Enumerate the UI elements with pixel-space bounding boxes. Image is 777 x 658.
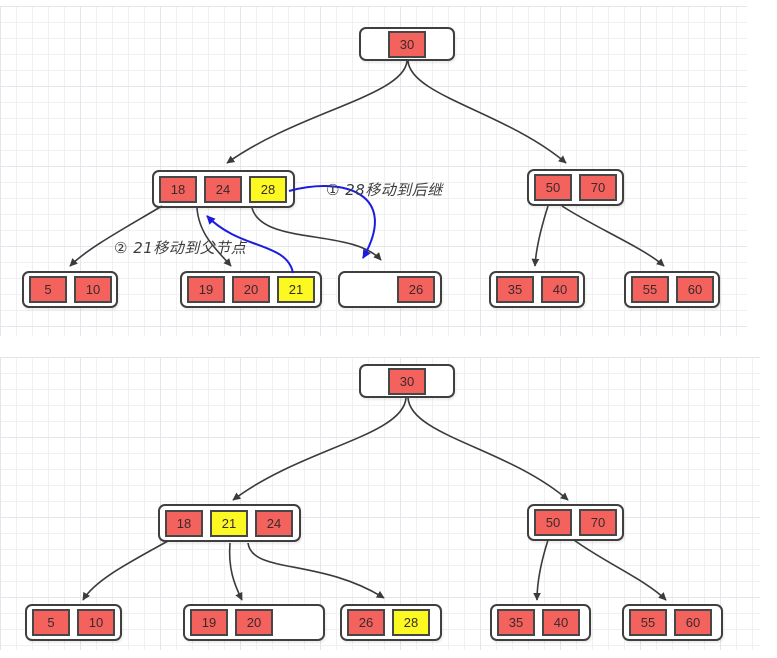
key-cell-55: 55 (629, 609, 667, 636)
key-cell-60: 60 (674, 609, 712, 636)
node-after-root: 30 (359, 364, 455, 398)
key-cell-70: 70 (579, 509, 617, 536)
tree-before-edge-right-to-leaf4 (531, 205, 549, 267)
key-cell-55: 55 (631, 276, 669, 303)
node-before-leaf-5: 55 60 (624, 271, 720, 308)
key-cell-40: 40 (541, 276, 579, 303)
tree-after-edge-left-to-leaf2 (228, 542, 243, 601)
key-cell-5: 5 (32, 609, 70, 636)
node-before-leaf-2: 19 20 21 (180, 271, 322, 308)
key-cell-19: 19 (187, 276, 225, 303)
tree-after-edge-left-to-leaf1 (82, 540, 169, 601)
node-before-leaf-4: 35 40 (489, 271, 585, 308)
annotation-step1: ① 28移动到后继 (326, 181, 443, 199)
key-cell-24: 24 (255, 509, 293, 537)
key-cell-28: 28 (249, 175, 287, 203)
key-cell-50: 50 (534, 509, 572, 536)
node-after-internal-right: 50 70 (527, 504, 624, 541)
key-cell-20: 20 (235, 609, 273, 636)
node-before-leaf-3: 26 (338, 271, 442, 308)
tree-after-edge-left-to-leaf3 (247, 542, 385, 599)
node-before-root: 30 (359, 27, 455, 61)
node-after-leaf-5: 55 60 (622, 604, 723, 641)
key-cell-18: 18 (165, 509, 203, 537)
empty-slot (345, 276, 390, 303)
tree-before-edge-right-to-leaf5 (561, 205, 665, 267)
key-cell-35: 35 (496, 276, 534, 303)
key-cell-26: 26 (397, 276, 435, 303)
tree-before-edge-root-to-right (407, 60, 567, 164)
node-before-internal-right: 50 70 (527, 169, 624, 206)
tree-after-edge-root-to-left (232, 397, 407, 501)
key-cell-50: 50 (534, 174, 572, 201)
annotation-step2: ② 21移动到父节点 (114, 239, 247, 257)
key-cell-24: 24 (204, 175, 242, 203)
key-cell-19: 19 (190, 609, 228, 636)
tree-before-edge-left-to-leaf3 (251, 207, 382, 261)
empty-slot (280, 609, 318, 636)
node-after-leaf-1: 5 10 (25, 604, 122, 641)
key-cell-21: 21 (277, 276, 315, 303)
key-cell-10: 10 (77, 609, 115, 636)
tree-before-edge-root-to-left (226, 60, 408, 164)
key-cell-21: 21 (210, 509, 248, 537)
tree-after-edge-right-to-leaf4 (533, 539, 549, 601)
node-after-leaf-3: 26 28 (340, 604, 442, 641)
node-before-leaf-1: 5 10 (22, 271, 118, 308)
key-cell-5: 5 (29, 276, 67, 303)
tree-after-edge-right-to-leaf5 (573, 539, 667, 601)
key-cell-20: 20 (232, 276, 270, 303)
key-cell-30: 30 (388, 367, 426, 395)
key-cell-10: 10 (74, 276, 112, 303)
node-after-leaf-4: 35 40 (490, 604, 591, 641)
key-cell-30: 30 (388, 30, 426, 58)
key-cell-60: 60 (676, 276, 714, 303)
key-cell-35: 35 (497, 609, 535, 636)
tree-after-edge-root-to-right (407, 397, 569, 501)
key-cell-26: 26 (347, 609, 385, 636)
key-cell-40: 40 (542, 609, 580, 636)
key-cell-18: 18 (159, 175, 197, 203)
key-cell-28: 28 (392, 609, 430, 636)
key-cell-70: 70 (579, 174, 617, 201)
